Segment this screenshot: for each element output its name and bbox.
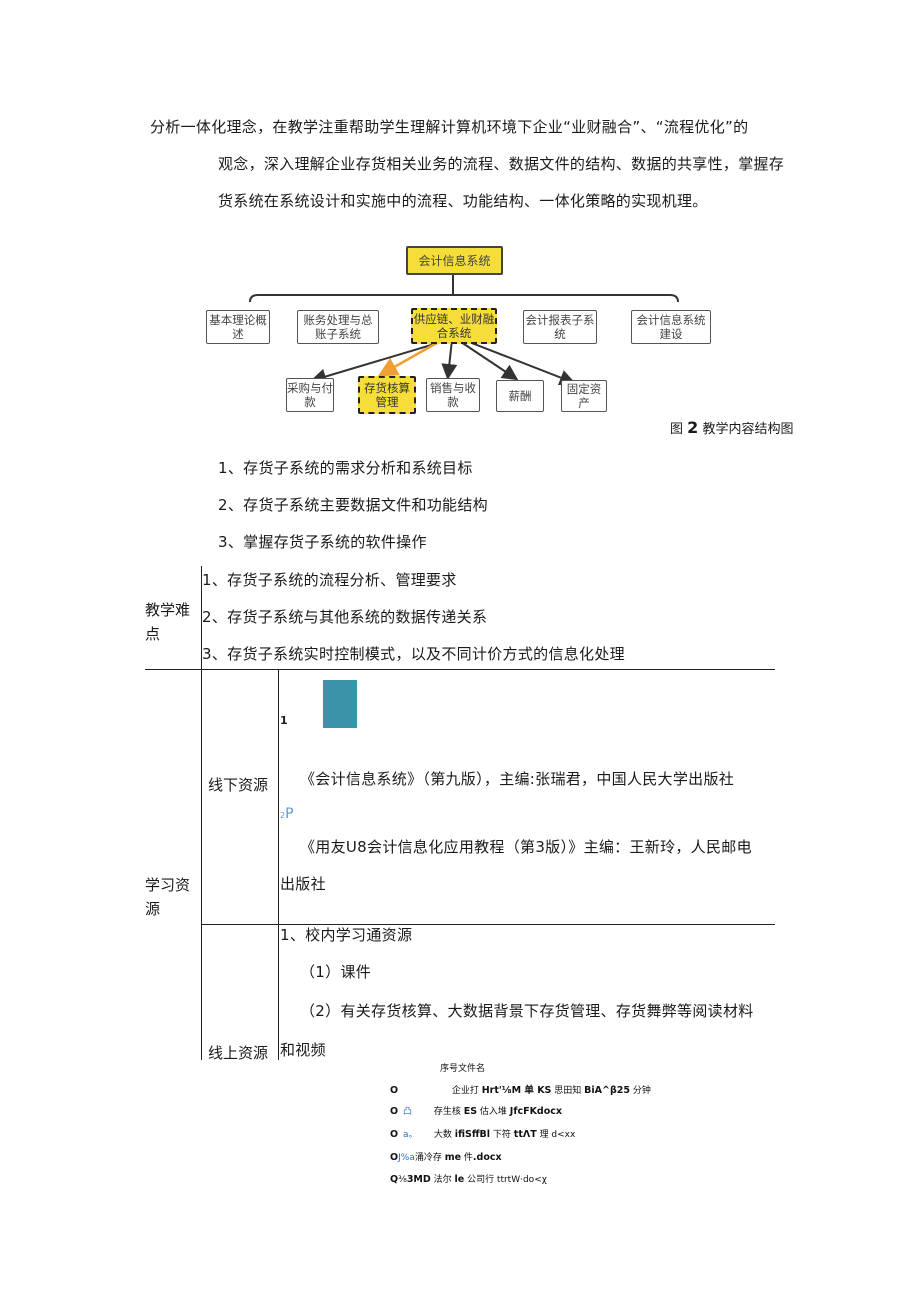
file-name-part: 件 [461, 1153, 473, 1163]
table-border [201, 566, 202, 670]
book-2-marker: 2P [280, 806, 294, 822]
file-name-part: Hrt'⅛M 单 KS [481, 1085, 552, 1096]
diagram-node-label: 采购与付款 [287, 381, 333, 409]
book-2-mark: P [285, 806, 294, 822]
difficulty-1: 1、存货子系统的流程分析、管理要求 [202, 571, 457, 589]
diagram-node-purchase: 采购与付款 [286, 378, 334, 412]
caption-text: 教学内容结构图 [702, 422, 794, 437]
diagram-node-inventory: 存货核算管理 [358, 376, 416, 414]
intro-line-1: 分析一体化理念，在教学注重帮助学生理解计算机环境下企业“业财融合”、“流程优化”… [150, 118, 749, 136]
word-file-icon: a。 [402, 1130, 418, 1140]
table-border [145, 669, 775, 670]
key-point-3: 3、掌握存货子系统的软件操作 [218, 533, 427, 551]
diagram-node-label: 会计报表子系统 [525, 313, 595, 341]
key-point-2: 2、存货子系统主要数据文件和功能结构 [218, 496, 488, 514]
diagram-node-reports: 会计报表子系统 [523, 310, 597, 344]
file-name-part: BiA^β25 [584, 1085, 630, 1096]
diagram-node-label: 固定资产 [566, 382, 602, 410]
diagram-node-label: 供应链、业财融合系统 [413, 312, 495, 340]
caption-prefix: 图 [670, 422, 684, 437]
difficulty-2: 2、存货子系统与其他系统的数据传递关系 [202, 608, 488, 626]
diagram-node-supply-chain: 供应链、业财融合系统 [411, 308, 497, 344]
diagram-node-label: 存货核算管理 [364, 381, 410, 409]
offline-resources-label: 线下资源 [208, 776, 269, 794]
diagram-node-basic-theory: 基本理论概述 [206, 310, 270, 344]
file-name-part: 公司行 ttrtW·do<χ [464, 1175, 547, 1185]
file-name-part: 涌冷存 [414, 1153, 445, 1163]
difficulties-label-line1: 教学难 [145, 601, 191, 619]
file-row-prefix: O [390, 1152, 399, 1163]
resources-label-line2: 源 [145, 900, 161, 918]
diagram-node-label: 基本理论概述 [209, 313, 267, 341]
difficulties-label-line2: 点 [145, 625, 161, 643]
file-name-part: ttΛT [513, 1129, 537, 1140]
book-2-title-line2: 出版社 [280, 875, 326, 893]
intro-line-3: 货系统在系统设计和实施中的流程、功能结构、一体化策略的实现机理。 [218, 192, 708, 210]
file-row[interactable]: O 凸 存生核 ES 估入堆 JfcFKdocx [390, 1104, 562, 1117]
file-name-part: 法尔 [430, 1175, 455, 1185]
diagram-node-label: 薪酬 [508, 389, 532, 403]
book-cover-image [323, 680, 357, 728]
file-name-part: 3MD [406, 1174, 431, 1185]
file-name-part: 思田知 [551, 1086, 585, 1096]
file-row[interactable]: O 企业打 Hrt'⅛M 单 KS 思田知 BiA^β25 分钟 [390, 1082, 651, 1096]
file-name-part: 分钟 [629, 1086, 651, 1096]
online-resources-label: 线上资源 [208, 1044, 269, 1062]
file-row-prefix: O [390, 1085, 399, 1096]
file-name-part: le [454, 1174, 465, 1185]
resources-label: 学习资 源 [145, 873, 190, 921]
file-row[interactable]: O a。 大数 ifiSffBl 下符 ttΛT 理 d<xx [390, 1127, 575, 1140]
diagram-root-label: 会计信息系统 [418, 253, 491, 268]
file-name-part: JfcFKdocx [509, 1106, 563, 1117]
diagram-node-system-build: 会计信息系统建设 [631, 310, 711, 344]
diagram-node-label: 账务处理与总账子系统 [303, 313, 373, 341]
file-row-prefix: Q [390, 1174, 399, 1185]
resources-label-line1: 学习资 [145, 876, 191, 894]
file-name-part: .docx [472, 1152, 502, 1163]
file-name-part: ifiSffBl [454, 1129, 491, 1140]
file-name-part: 理 d<xx [536, 1130, 576, 1140]
file-row[interactable]: Q⅜3MD 法尔 le 公司行 ttrtW·do<χ [390, 1172, 547, 1185]
word-file-icon: 凸 [402, 1107, 412, 1117]
caption-number: 2 [687, 418, 699, 437]
file-name-part: me [444, 1152, 462, 1163]
diagram-root-node: 会计信息系统 [406, 246, 503, 275]
book-2-title-line1: 《用友U8会计信息化应用教程（第3版）》主编：王新玲，人民邮电 [300, 838, 752, 856]
diagram-node-ledger: 账务处理与总账子系统 [297, 310, 379, 344]
book-1-number: 1 [280, 714, 288, 727]
file-row[interactable]: OJ%a涌冷存 me 件.docx [390, 1150, 502, 1163]
online-sub-1: （1）课件 [300, 963, 372, 981]
table-border [278, 670, 279, 1060]
file-name-part: 存生核 [433, 1107, 464, 1117]
diagram-node-fixed-assets: 固定资产 [561, 380, 607, 412]
difficulty-3: 3、存货子系统实时控制模式，以及不同计价方式的信息化处理 [202, 645, 625, 663]
figure-caption: 图 2 教学内容结构图 [670, 418, 793, 437]
table-border [201, 924, 775, 925]
teaching-structure-diagram: 会计信息系统 基本理论概述 账务处理与总账子系统 供应链、业财融合系统 会计报表… [200, 240, 730, 420]
key-point-1: 1、存货子系统的需求分析和系统目标 [218, 459, 473, 477]
online-sub-2-line1: （2）有关存货核算、大数据背景下存货管理、存货舞弊等阅读材料 [300, 1002, 754, 1020]
intro-line-2: 观念，深入理解企业存货相关业务的流程、数据文件的结构、数据的共享性，掌握存 [218, 155, 785, 173]
online-sub-2-line2: 和视频 [280, 1041, 326, 1059]
file-name-part: 下符 [490, 1130, 514, 1140]
diagram-connectors [249, 275, 679, 386]
file-list-header: 序号文件名 [440, 1064, 486, 1074]
file-icon: ⅜ [398, 1175, 407, 1185]
diagram-node-sales: 销售与收款 [426, 378, 480, 412]
diagram-node-label: 销售与收款 [430, 381, 476, 409]
book-1-title: 《会计信息系统》（第九版），主编:张瑞君，中国人民大学出版社 [300, 770, 735, 788]
online-item-1: 1、校内学习通资源 [280, 926, 413, 944]
diagram-node-label: 会计信息系统建设 [636, 313, 706, 341]
file-name-part: 大数 [433, 1130, 455, 1140]
file-name-part: 企业打 [451, 1086, 482, 1096]
file-name-part: 估入堆 [477, 1107, 510, 1117]
difficulties-label: 教学难 点 [145, 598, 190, 646]
word-file-icon: J%a [398, 1153, 415, 1163]
file-row-prefix: O [390, 1106, 399, 1117]
file-name-part: ES [463, 1106, 478, 1117]
diagram-node-salary: 薪酬 [496, 380, 544, 412]
book-2-number: 2 [280, 811, 286, 820]
file-row-prefix: O [390, 1129, 399, 1140]
table-border [201, 670, 202, 1060]
